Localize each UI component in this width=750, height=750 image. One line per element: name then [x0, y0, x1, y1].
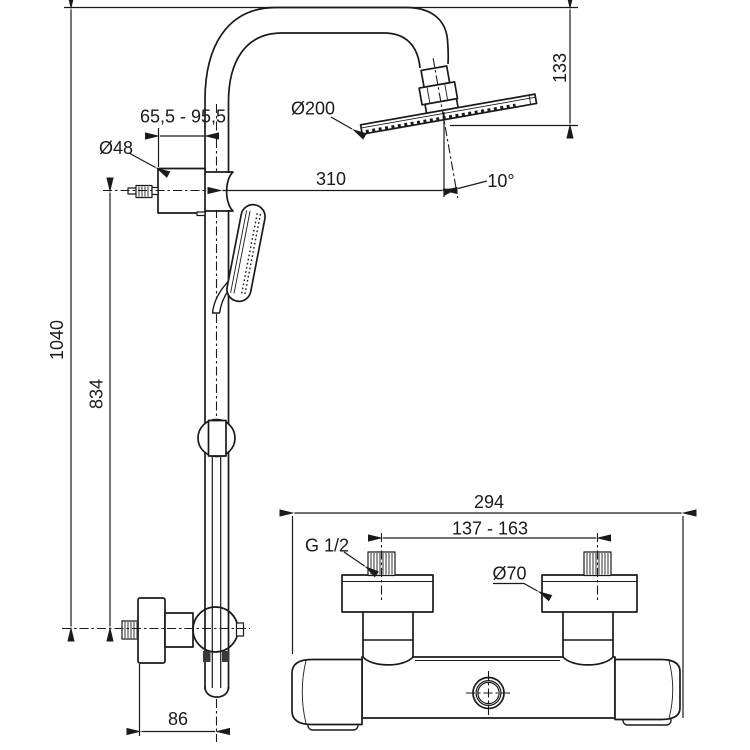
shower-column [204, 6, 450, 698]
slider-holder [197, 418, 236, 458]
bracket-foot [196, 211, 206, 217]
left-knob [291, 658, 363, 726]
spray-axis-centerline [432, 58, 459, 199]
hand-shower-nozzle-dots [244, 213, 262, 295]
label-connection-spacing: 137 - 163 [452, 519, 528, 539]
column-and-arm-inner-edge [227, 32, 421, 689]
leader-dia200 [330, 116, 367, 140]
label-head-drop-height: 133 [550, 53, 570, 83]
leader-dia48 [128, 152, 171, 178]
label-arm-projection: 310 [316, 169, 346, 189]
wall-stub-thread [135, 184, 153, 199]
hand-shower-nozzle-dots [240, 213, 258, 295]
label-wall-distance-range: 65,5 - 95,5 [140, 107, 226, 127]
label-mixer-overall-width: 294 [474, 492, 504, 512]
label-bracket-offset: 86 [168, 709, 188, 729]
label-bracket-diameter: Ø48 [99, 138, 133, 158]
label-rail-height: 834 [87, 379, 107, 409]
leader-10deg [442, 180, 488, 196]
left-connection-leg [362, 610, 414, 666]
thermostat-button-inner [477, 681, 500, 705]
clamp-block-right [222, 651, 230, 662]
label-head-diameter: Ø200 [291, 99, 335, 119]
bracket-neck [164, 612, 194, 648]
nut-facet-line [426, 87, 431, 103]
left-knob-curve-line [301, 660, 307, 724]
wall-stub-thread-bottom [121, 620, 139, 640]
mixer-valve [291, 533, 681, 731]
column-and-arm-outer-edge [204, 6, 450, 689]
left-escutcheon [341, 574, 434, 613]
right-thread-hatch [586, 553, 609, 575]
label-overall-height: 1040 [47, 320, 67, 360]
pivot-end-cap [235, 622, 245, 637]
wall-stub-thread-hatch [138, 186, 149, 197]
hand-shower [211, 203, 266, 314]
holder-clamp [207, 419, 227, 457]
overhead-shower-head [359, 58, 538, 199]
leader-g12 [343, 551, 379, 578]
leader-dia70 [493, 582, 553, 602]
hand-shower-head-outline [226, 203, 266, 303]
hand-shower-face-line [230, 210, 248, 293]
dimension-labels: 1040 834 133 65,5 - 95,5 Ø48 Ø200 310 10… [47, 53, 570, 729]
right-knob-curve-line [668, 660, 674, 719]
head-tilted-group [359, 58, 538, 199]
clamp-block-left [203, 651, 211, 662]
pivot-ring [192, 606, 239, 653]
wall-stub-bottom-hatch [124, 622, 138, 638]
escutcheon-cylinder [137, 597, 166, 664]
head-plate-end-cap [528, 95, 532, 105]
hand-shower-face-line [233, 210, 251, 294]
right-connection-leg [562, 610, 614, 666]
head-plate-chamfer-line [361, 96, 536, 129]
right-escutcheon [541, 574, 638, 613]
dimension-lines [67, 0, 697, 736]
thermostat-button-ring [475, 679, 502, 706]
label-thread-size: G 1/2 [305, 536, 349, 556]
hand-shower-head [226, 203, 266, 303]
label-escutcheon-diameter: Ø70 [492, 564, 526, 584]
wall-bracket-bottom [62, 597, 250, 742]
label-head-angle: 10° [487, 171, 514, 191]
right-knob [614, 658, 681, 721]
column-bottom-cap [204, 686, 230, 698]
nut-facet-line [444, 84, 448, 100]
wall-bracket-top [103, 167, 234, 217]
